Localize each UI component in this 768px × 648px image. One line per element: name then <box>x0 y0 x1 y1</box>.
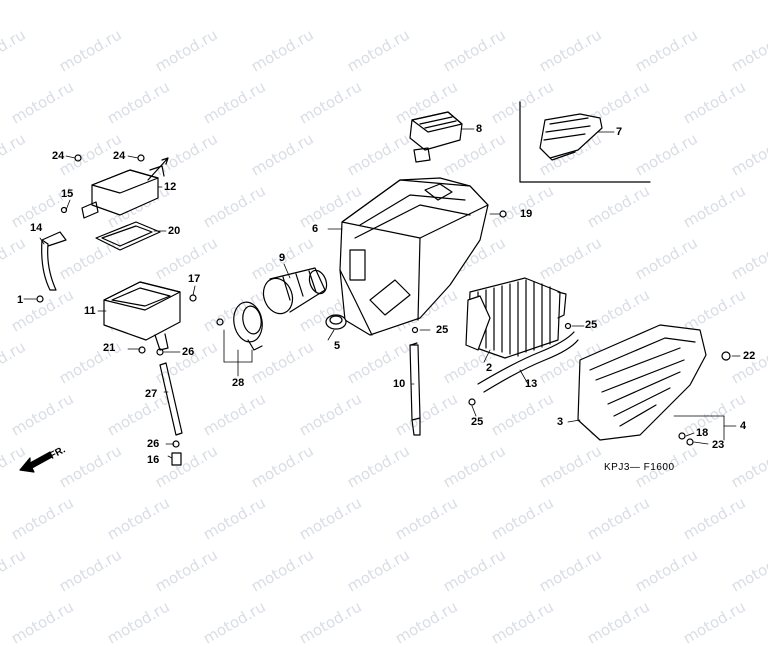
part-13-hose <box>477 331 579 393</box>
part-8-duct-cap <box>409 111 463 163</box>
callout-7: 7 <box>616 126 623 138</box>
callout-25-filter: 25 <box>585 319 598 331</box>
part-5-cap <box>325 314 347 330</box>
watermark-text: motod.ru <box>392 597 461 648</box>
callout-8: 8 <box>476 123 483 135</box>
small-arrow-icon <box>147 157 169 181</box>
watermark-text: motod.ru <box>104 597 173 648</box>
callout-13: 13 <box>525 378 538 390</box>
callout-5: 5 <box>334 340 341 352</box>
inset-frame <box>519 101 651 183</box>
callout-14: 14 <box>30 222 43 234</box>
watermark-text: motod.ru <box>584 597 653 648</box>
drawing-code: KPJ3— F1600 <box>604 462 675 473</box>
part-9-connecting-tube <box>262 267 328 315</box>
watermark-text: motod.ru <box>488 597 557 648</box>
part-27-drain-hose <box>159 362 183 436</box>
part-12-chamber-cover <box>81 165 165 219</box>
callout-11: 11 <box>84 305 96 317</box>
callout-1: 1 <box>17 294 24 306</box>
callout-24-right: 24 <box>113 150 126 162</box>
watermark-text: motod.ru <box>680 597 749 648</box>
callout-22: 22 <box>743 350 756 362</box>
callout-19: 19 <box>520 208 533 220</box>
callout-16: 16 <box>147 454 160 466</box>
callout-28: 28 <box>232 377 245 389</box>
watermark-text: motod.ru <box>8 597 77 648</box>
part-20-gasket <box>95 221 161 251</box>
callout-9: 9 <box>279 252 286 264</box>
part-28-band-clamp <box>233 301 263 351</box>
part-2-filter-element <box>465 277 567 359</box>
air-cleaner-exploded-diagram <box>19 101 741 473</box>
callout-24-left: 24 <box>52 150 65 162</box>
callout-4: 4 <box>740 420 747 432</box>
watermark-text: motod.ru <box>200 597 269 648</box>
part-3-side-cover <box>577 324 707 441</box>
callout-21: 21 <box>103 342 116 354</box>
part-11-chamber <box>103 281 181 351</box>
part-14-hose <box>41 231 67 291</box>
callout-27: 27 <box>145 388 158 400</box>
callout-15: 15 <box>61 188 74 200</box>
callout-17: 17 <box>188 273 201 285</box>
callout-25-clip: 25 <box>471 416 484 428</box>
callout-18: 18 <box>696 427 709 439</box>
part-6-air-cleaner-case <box>339 177 489 336</box>
leader-lines <box>23 128 741 459</box>
callout-2: 2 <box>486 362 493 374</box>
callout-23: 23 <box>712 439 725 451</box>
callout-10: 10 <box>393 378 406 390</box>
part-10-drain-tube <box>409 342 421 436</box>
callout-26-lower: 26 <box>147 438 160 450</box>
callout-3: 3 <box>557 416 564 428</box>
callout-6: 6 <box>312 223 319 235</box>
callout-25-housing: 25 <box>436 324 449 336</box>
part-7-duct-cap <box>539 113 603 161</box>
callout-20: 20 <box>168 225 181 237</box>
callout-12: 12 <box>164 181 177 193</box>
forward-arrow-icon <box>19 451 53 473</box>
watermark-text: motod.ru <box>296 597 365 648</box>
callout-26-upper: 26 <box>182 346 195 358</box>
